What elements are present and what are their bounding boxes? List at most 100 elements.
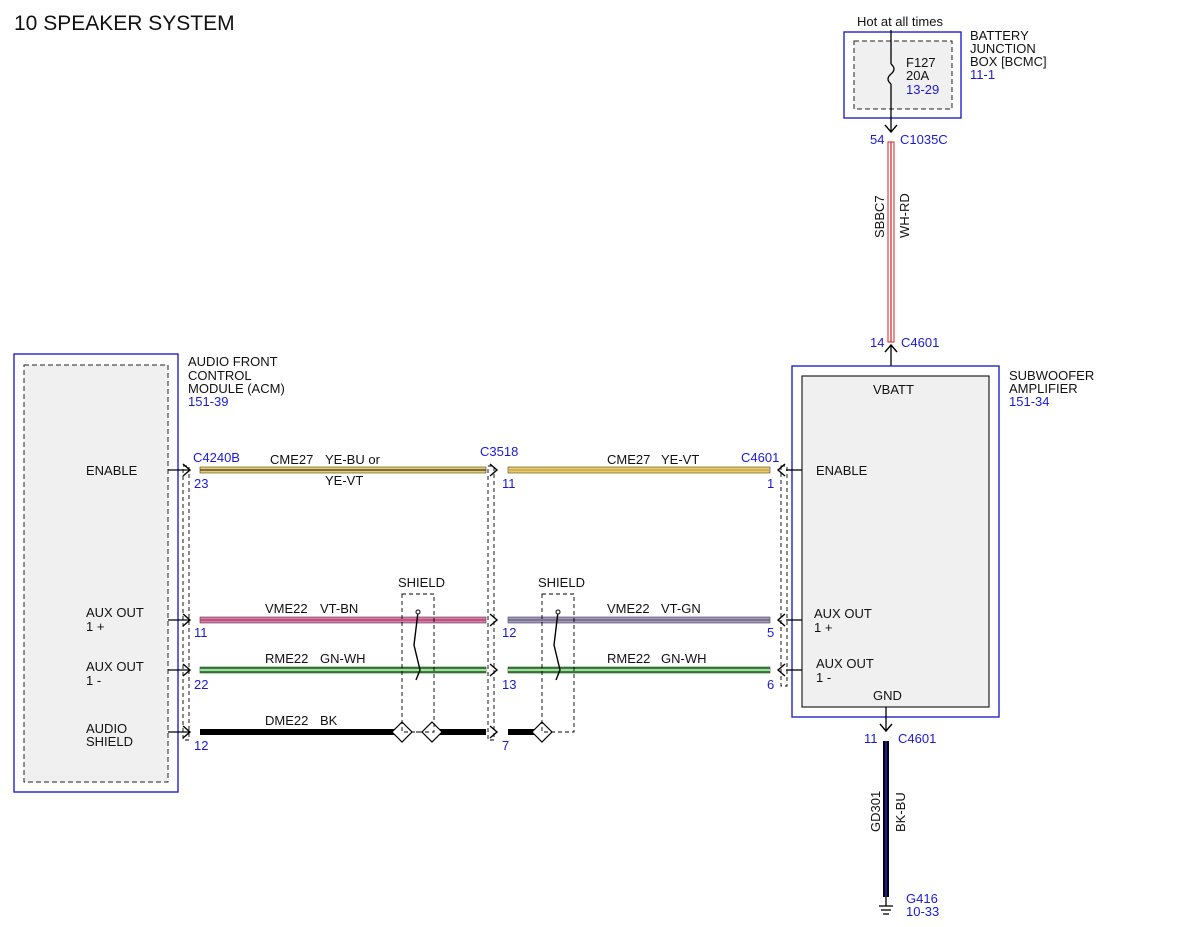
inline-aux-plus-arrow-icon [489,613,499,627]
bjb-name-line-1: BATTERY [970,28,1029,43]
aux-plus-wire: VME22 VT-BN VME22 VT-GN 11 12 5 [194,601,774,640]
bjb-name-line-3: BOX [BCMC] [970,54,1047,69]
shield-pin-inline: 7 [502,738,509,753]
amp-vbatt-label: VBATT [873,382,914,397]
amp-gnd-pin: 11 [864,731,878,746]
inline-connector-outline [487,465,495,741]
acm-aux-minus-line-2: 1 - [86,673,101,688]
shield-termination-3-icon [531,721,553,743]
aux-plus-right-circuit: VME22 [607,601,650,616]
aux-minus-wire: RME22 GN-WH RME22 GN-WH 22 13 6 [194,651,774,692]
acm-connector-label[interactable]: C4240B [193,450,240,465]
amp-aux-plus-arrow-icon [776,613,786,627]
acm-name-line-3: MODULE (ACM) [188,381,285,396]
acm-aux-plus-line-1: AUX OUT [86,605,144,620]
inline-connector-label[interactable]: C3518 [480,444,518,459]
inline-enable-arrow-icon [489,463,499,477]
audio-front-control-module: AUDIO FRONT CONTROL MODULE (ACM) 151-39 … [13,353,285,793]
shield-termination-1-icon [391,721,413,743]
fuse-icon [887,63,895,85]
aux-minus-pin-amp: 6 [767,677,774,692]
acm-connector-outline [182,465,190,741]
amp-gnd-arrow-icon [879,723,893,733]
amp-connector-outline [780,465,788,687]
shield-wire-seg-1 [200,729,396,735]
amp-vbatt-pin: 14 [870,335,884,350]
shield-wire-seg-3 [508,729,536,735]
aux-minus-left-circuit: RME22 [265,651,308,666]
aux-plus-pin-inline: 12 [502,625,516,640]
bjb-connector-arrow-icon [884,124,898,134]
shield-pin-acm: 12 [194,738,208,753]
connector-arrows [182,463,786,739]
shield-left-outline [401,593,435,733]
shield-left-label: SHIELD [398,575,445,590]
amp-name-line-1: SUBWOOFER [1009,368,1094,383]
acm-name-line-1: AUDIO FRONT [188,354,278,369]
amp-gnd-label: GND [873,688,902,703]
enable-left-color-line-2: YE-VT [325,473,363,488]
ground-name[interactable]: G416 [906,891,938,906]
acm-ref[interactable]: 151-39 [188,394,228,409]
ground-circuit: 11 C4601 GD301 BK-BU G416 10-33 [864,731,939,919]
power-wire-circuit: SBBC7 [872,195,887,238]
acm-shield-arrow-icon [182,725,192,739]
fuse-ref[interactable]: 13-29 [906,82,939,97]
acm-shield-line-2: SHIELD [86,734,133,749]
hot-at-all-times-label: Hot at all times [857,14,943,29]
shield-right-label: SHIELD [538,575,585,590]
shield-wire-seg-2 [438,729,486,735]
ground-wire-circuit: GD301 [868,791,883,832]
acm-name-line-2: CONTROL [188,368,252,383]
ground-ref[interactable]: 10-33 [906,904,939,919]
amp-connector-label[interactable]: C4601 [741,450,779,465]
enable-left-circuit: CME27 [270,452,313,467]
shield-wire-color: BK [320,713,338,728]
shield-right: SHIELD [538,575,585,733]
amp-gnd-connector[interactable]: C4601 [898,731,936,746]
acm-aux-minus-line-1: AUX OUT [86,659,144,674]
inline-aux-minus-arrow-icon [489,663,499,677]
battery-junction-box: Hot at all times F127 20A 13-29 BATTERY … [843,14,1047,147]
subwoofer-amplifier: 14 C4601 VBATT ENABLE AUX OUT 1 + AUX OU… [786,335,1094,733]
amp-inner [801,375,990,708]
aux-minus-right-color: GN-WH [661,651,707,666]
shield-wire-circuit: DME22 [265,713,308,728]
acm-aux-plus-line-2: 1 + [86,619,104,634]
amp-aux-minus-line-1: AUX OUT [816,656,874,671]
aux-plus-left-circuit: VME22 [265,601,308,616]
amp-enable-label: ENABLE [816,463,868,478]
aux-plus-pin-amp: 5 [767,625,774,640]
inline-shield-arrow-icon [489,725,499,739]
aux-plus-left-color: VT-BN [320,601,358,616]
aux-plus-pin-acm: 11 [194,625,208,640]
amp-ref[interactable]: 151-34 [1009,394,1049,409]
enable-pin-amp: 1 [767,476,774,491]
amp-name-line-2: AMPLIFIER [1009,381,1078,396]
aux-minus-pin-inline: 13 [502,677,516,692]
enable-left-color-line-1: YE-BU or [325,452,381,467]
bjb-inner [853,40,953,110]
amp-aux-minus-line-2: 1 - [816,670,831,685]
fuse-rating: 20A [906,68,929,83]
bjb-name-line-2: JUNCTION [970,41,1036,56]
power-wire: SBBC7 WH-RD [872,141,912,343]
bjb-connector[interactable]: C1035C [900,132,948,147]
enable-wire: CME27 YE-BU or YE-VT CME27 YE-VT 23 11 1 [194,452,774,491]
acm-enable-label: ENABLE [86,463,138,478]
amp-aux-minus-arrow-icon [776,663,786,677]
aux-minus-right-circuit: RME22 [607,651,650,666]
bjb-ref[interactable]: 11-1 [970,67,995,82]
enable-right-circuit: CME27 [607,452,650,467]
acm-enable-arrow-icon [182,463,192,477]
fuse-name: F127 [906,55,936,70]
page-title: 10 SPEAKER SYSTEM [14,12,235,35]
aux-minus-left-color: GN-WH [320,651,366,666]
amp-vbatt-connector[interactable]: C4601 [901,335,939,350]
acm-shield-line-1: AUDIO [86,721,127,736]
enable-pin-acm: 23 [194,476,208,491]
power-wire-color: WH-RD [897,193,912,238]
shield-left-twist-icon [413,611,421,681]
aux-plus-right-color: VT-GN [661,601,701,616]
